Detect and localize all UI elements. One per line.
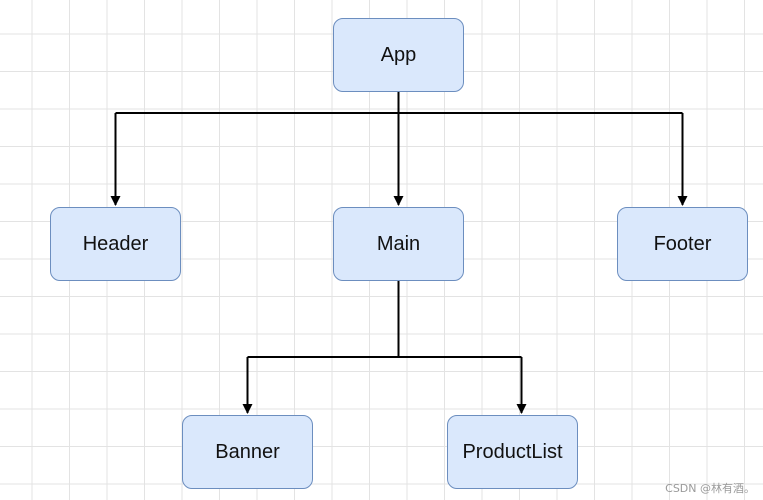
node-main: Main — [333, 207, 464, 281]
node-productlist: ProductList — [447, 415, 578, 489]
watermark: CSDN @林有酒。 — [665, 482, 755, 495]
node-header-label: Header — [82, 232, 149, 255]
node-footer-label: Footer — [653, 232, 712, 255]
node-main-label: Main — [376, 232, 421, 255]
node-banner-label: Banner — [215, 440, 280, 463]
node-app: App — [333, 18, 464, 92]
node-footer: Footer — [617, 207, 748, 281]
node-header: Header — [50, 207, 181, 281]
node-productlist-label: ProductList — [462, 440, 563, 463]
node-banner: Banner — [182, 415, 313, 489]
node-app-label: App — [380, 43, 417, 66]
